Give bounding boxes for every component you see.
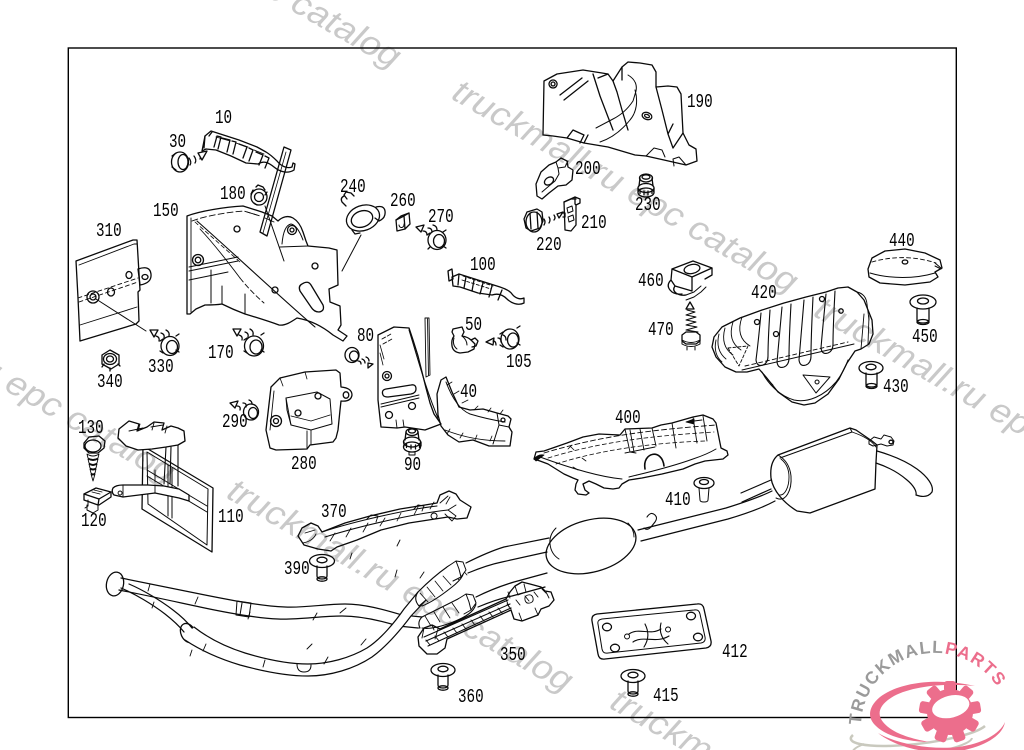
svg-text:290: 290 (222, 411, 248, 433)
svg-text:370: 370 (321, 501, 347, 523)
svg-text:80: 80 (357, 325, 374, 347)
svg-text:470: 470 (648, 319, 674, 341)
svg-text:270: 270 (428, 206, 454, 228)
svg-text:340: 340 (97, 371, 123, 393)
svg-text:190: 190 (687, 91, 713, 113)
svg-text:200: 200 (575, 158, 601, 180)
svg-text:10: 10 (215, 107, 232, 129)
svg-text:460: 460 (638, 270, 664, 292)
svg-text:280: 280 (291, 453, 317, 475)
svg-text:330: 330 (148, 356, 174, 378)
svg-text:170: 170 (208, 342, 234, 364)
svg-text:110: 110 (218, 506, 244, 528)
svg-text:90: 90 (404, 454, 421, 476)
svg-text:50: 50 (465, 314, 482, 336)
svg-text:210: 210 (581, 212, 607, 234)
svg-text:260: 260 (390, 190, 416, 212)
svg-text:105: 105 (506, 351, 532, 373)
svg-text:40: 40 (460, 381, 477, 403)
svg-text:390: 390 (284, 558, 310, 580)
svg-text:420: 420 (751, 282, 777, 304)
svg-text:100: 100 (470, 254, 496, 276)
svg-text:180: 180 (220, 183, 246, 205)
svg-text:220: 220 (536, 234, 562, 256)
svg-text:150: 150 (153, 200, 179, 222)
svg-text:440: 440 (889, 230, 915, 252)
svg-text:450: 450 (912, 326, 938, 348)
svg-text:415: 415 (653, 685, 679, 707)
svg-text:412: 412 (722, 641, 748, 663)
svg-text:360: 360 (458, 686, 484, 708)
svg-text:240: 240 (340, 176, 366, 198)
svg-text:130: 130 (78, 417, 104, 439)
svg-text:310: 310 (96, 220, 122, 242)
svg-text:410: 410 (665, 489, 691, 511)
svg-text:400: 400 (615, 407, 641, 429)
svg-text:30: 30 (169, 131, 186, 153)
svg-text:430: 430 (883, 376, 909, 398)
svg-text:350: 350 (500, 644, 526, 666)
svg-text:230: 230 (635, 194, 661, 216)
svg-text:120: 120 (81, 510, 107, 532)
